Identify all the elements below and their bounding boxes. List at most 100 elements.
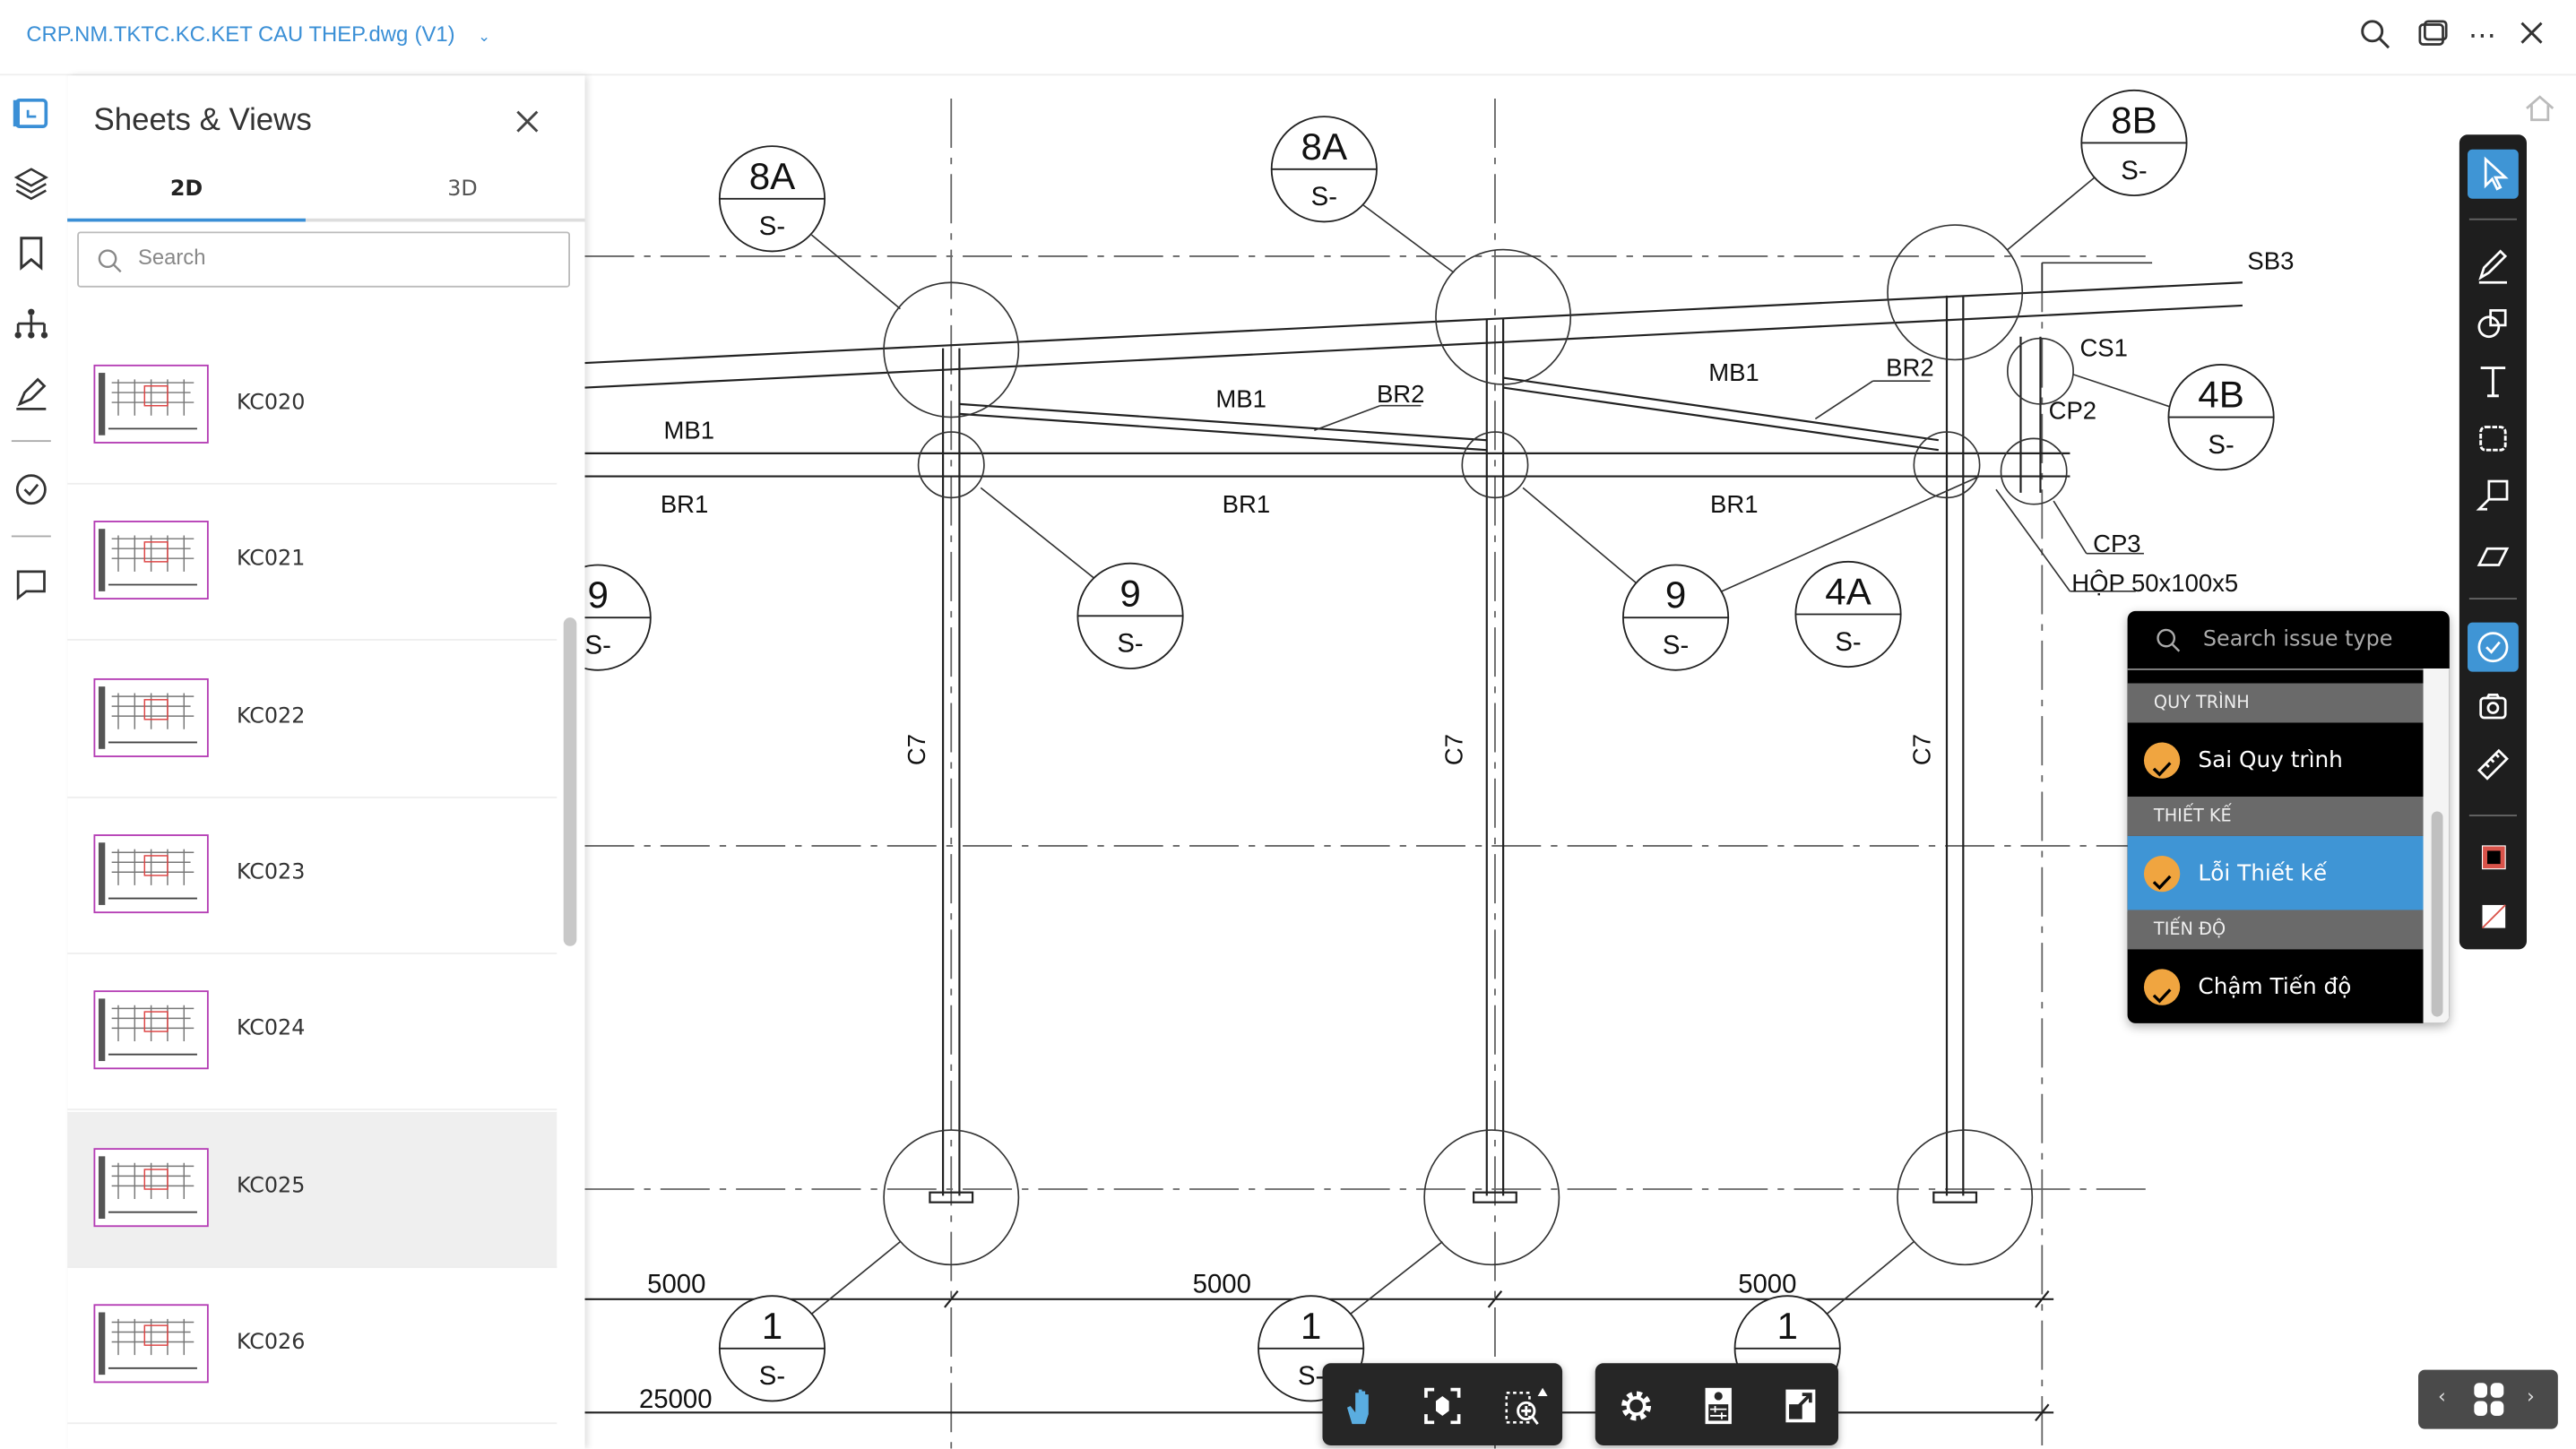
scrollbar[interactable] (2431, 811, 2443, 1017)
sheet-thumbnail (93, 833, 209, 913)
issue-group-header: QUY TRÌNH (2127, 683, 2424, 723)
label-c7: C7 (1908, 734, 1936, 765)
sheet-item[interactable]: KC020 (67, 329, 558, 485)
issue-type-item[interactable]: Lỗi Thiết kế (2127, 835, 2424, 912)
label-br1: BR1 (661, 490, 708, 518)
stroke-color[interactable] (2468, 832, 2519, 882)
polyline-tool[interactable] (2468, 530, 2519, 580)
issue-tool[interactable] (2468, 622, 2519, 672)
zoom-window-icon[interactable] (1503, 1384, 1548, 1427)
markup-icon[interactable] (13, 375, 53, 414)
close-panel-icon[interactable] (511, 105, 544, 138)
callout-tool[interactable] (2468, 471, 2519, 521)
callout-bubble: 8AS- (718, 145, 826, 253)
settings-gear-icon[interactable] (1615, 1384, 1658, 1427)
sheet-thumbnail (93, 1147, 209, 1227)
label-mb1: MB1 (663, 416, 714, 444)
scrollbar[interactable] (563, 617, 577, 946)
issue-check-icon (2477, 632, 2509, 663)
issue-type-search-input[interactable] (2200, 625, 2445, 654)
comments-icon[interactable] (13, 566, 53, 606)
issue-type-item[interactable]: Chậm Tiến độ (2128, 949, 2424, 1022)
label-cp3: CP3 (2093, 530, 2140, 557)
issue-type-label: Sai Quy trình (2198, 746, 2343, 774)
sheets-icon[interactable] (13, 95, 53, 134)
left-icon-rail (0, 75, 69, 1449)
issues-icon[interactable] (13, 471, 53, 511)
sheet-label: KC023 (236, 860, 306, 885)
more-icon[interactable]: ⋯ (2468, 19, 2497, 53)
callout-bubble: 9S- (584, 564, 652, 671)
fill-color[interactable] (2468, 892, 2519, 941)
snapshot-tool[interactable] (2468, 682, 2519, 731)
text-icon (2480, 367, 2506, 398)
sheet-thumbnail (93, 1303, 209, 1383)
layers-icon[interactable] (13, 164, 53, 203)
fullscreen-icon[interactable] (1779, 1384, 1822, 1427)
sheet-item[interactable]: KC021 (67, 485, 558, 642)
search-input[interactable] (134, 243, 552, 272)
cloud-tool[interactable] (2468, 414, 2519, 463)
bubble-number: 8A (1301, 125, 1348, 168)
top-bar: CRP.NM.TKTC.KC.KET CAU THEP.dwg(V1)⌄ ⋯ (0, 0, 2576, 76)
file-title[interactable]: CRP.NM.TKTC.KC.KET CAU THEP.dwg(V1)⌄ (26, 22, 490, 46)
sheet-label: KC021 (236, 547, 306, 573)
bookmark-icon[interactable] (13, 235, 53, 274)
sheet-item[interactable]: KC024 (67, 954, 558, 1111)
label-br2: BR2 (1377, 380, 1424, 408)
next-sheet-icon[interactable]: › (2527, 1384, 2535, 1408)
sheet-item[interactable]: KC022 (67, 642, 558, 798)
navigation-toolbar (1322, 1363, 1563, 1445)
shape-tool[interactable] (2468, 299, 2519, 349)
text-tool[interactable] (2468, 357, 2519, 406)
bubble-number: 8B (2111, 99, 2157, 141)
callout-bubble: 9S- (1076, 562, 1184, 669)
label-br1: BR1 (1223, 490, 1270, 518)
callout-bubble: 4BS- (2167, 363, 2275, 471)
label-sb3: SB3 (2247, 247, 2294, 275)
sheet-label: KC022 (236, 703, 306, 729)
pan-icon[interactable] (1339, 1384, 1382, 1427)
close-icon[interactable] (2513, 18, 2549, 54)
drawing-labels: MB1 MB1 MB1 BR2 BR2 BR1 BR1 BR1 SB3 CS1 … (639, 247, 2294, 1414)
issue-type-item[interactable]: Sai Quy trình (2128, 722, 2424, 798)
tab-2d[interactable]: 2D (169, 177, 203, 203)
pen-tool[interactable] (2468, 241, 2519, 290)
bubble-sheet: S- (759, 1361, 785, 1391)
pen-icon (2478, 249, 2508, 284)
sheet-item[interactable]: KC023 (67, 798, 558, 954)
properties-icon[interactable] (1697, 1384, 1740, 1427)
issue-type-search[interactable] (2127, 611, 2450, 670)
label-br1: BR1 (1710, 490, 1758, 518)
drawing-canvas[interactable]: 8AS-8AS-8BS-4BS-9S-9S-9S-4AS-1S-1S-1S- M… (584, 75, 2576, 1449)
issue-type-label: Lỗi Thiết kế (2198, 860, 2328, 887)
tab-3d[interactable]: 3D (447, 177, 478, 203)
sheet-search[interactable] (77, 231, 571, 288)
chevron-down-icon[interactable]: ⌄ (478, 28, 491, 45)
label-hop: HỘP 50x100x5 (2071, 569, 2238, 597)
previous-sheet-icon[interactable]: ‹ (2438, 1384, 2446, 1408)
select-tool[interactable] (2468, 149, 2519, 199)
issue-group-header: THIẾT KẾ (2127, 796, 2424, 836)
search-icon[interactable] (2357, 18, 2393, 54)
label-cp2: CP2 (2049, 396, 2096, 424)
divider (2468, 218, 2518, 220)
callout-bubble: 8BS- (2080, 89, 2188, 197)
compare-icon[interactable] (2415, 18, 2451, 54)
label-mb1: MB1 (1708, 358, 1759, 386)
callout-bubble: 8A S- (1270, 116, 1378, 223)
fit-to-view-icon[interactable] (1421, 1384, 1464, 1427)
sheet-item[interactable]: KC025 (67, 1110, 558, 1268)
home-icon[interactable] (2523, 93, 2556, 129)
measure-tool[interactable] (2468, 739, 2519, 789)
grid-view-icon[interactable] (2473, 1381, 2506, 1424)
sheet-item[interactable]: KC026 (67, 1268, 558, 1424)
dim-25000: 25000 (639, 1384, 713, 1414)
stroke-color-icon (2481, 845, 2506, 870)
bubble-number: 8A (749, 155, 796, 197)
bubble-sheet: S- (1311, 182, 1337, 211)
search-icon (98, 249, 122, 273)
hierarchy-icon[interactable] (13, 306, 53, 345)
dim-5000: 5000 (1193, 1269, 1251, 1298)
